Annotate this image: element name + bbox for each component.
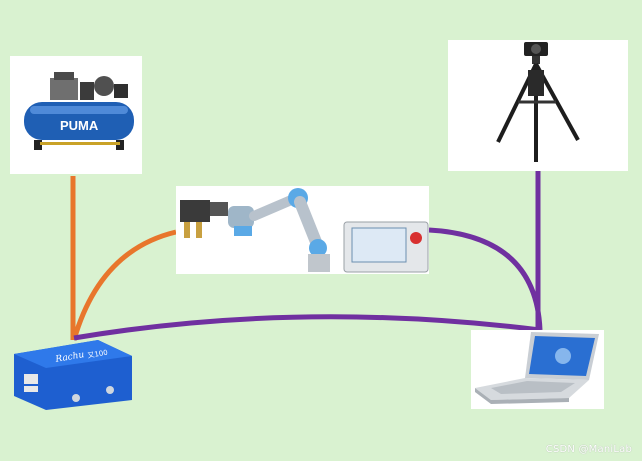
- camera-tripod-image: [496, 42, 580, 162]
- robot-arm-panel: [176, 186, 429, 274]
- motion-controller-image: Rachu 又100: [14, 340, 132, 410]
- controller-laptop-link: [73, 314, 541, 341]
- robot-laptop-link: [428, 227, 543, 331]
- motion-controller-panel: Rachu 又100: [10, 340, 136, 410]
- laptop-panel: [471, 330, 604, 409]
- controller-robot-link: [71, 229, 177, 341]
- watermark-text: CSDN @ManiLab: [545, 444, 632, 455]
- controller-model-text: 又100: [87, 349, 108, 360]
- air-compressor-image: PUMA: [24, 72, 134, 150]
- laptop-image: [475, 332, 599, 404]
- camera-tripod-panel: [448, 40, 628, 171]
- air-compressor-panel: PUMA: [10, 56, 142, 174]
- compressor-brand-text: PUMA: [60, 118, 99, 133]
- robot-arm-image: [180, 188, 429, 273]
